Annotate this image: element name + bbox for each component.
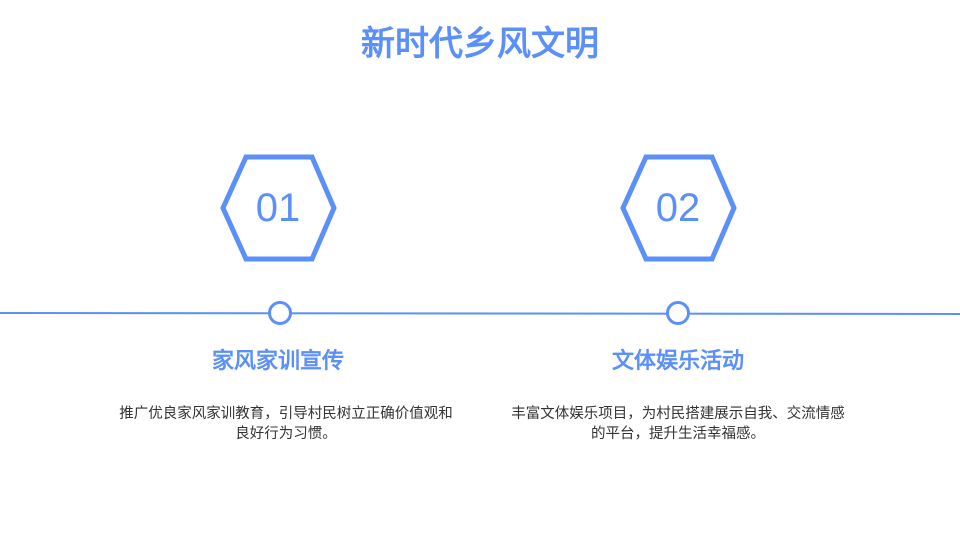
page-title: 新时代乡风文明 <box>361 24 599 64</box>
timeline-line <box>0 312 960 315</box>
item-number: 01 <box>255 186 301 230</box>
timeline-node-01 <box>268 301 292 325</box>
hexagon-01 <box>220 154 337 262</box>
hexagon-02 <box>620 154 737 262</box>
item-number: 02 <box>655 186 701 230</box>
timeline-node-02 <box>666 301 690 325</box>
item-description: 丰富文体娱乐项目，为村民搭建展示自我、交流情感的平台，提升生活幸福感。 <box>511 406 845 442</box>
item-heading: 文体娱乐活动 <box>611 349 744 374</box>
item-heading: 家风家训宣传 <box>211 349 344 374</box>
item-description: 推广优良家风家训教育，引导村民树立正确价值观和良好行为习惯。 <box>119 406 453 442</box>
